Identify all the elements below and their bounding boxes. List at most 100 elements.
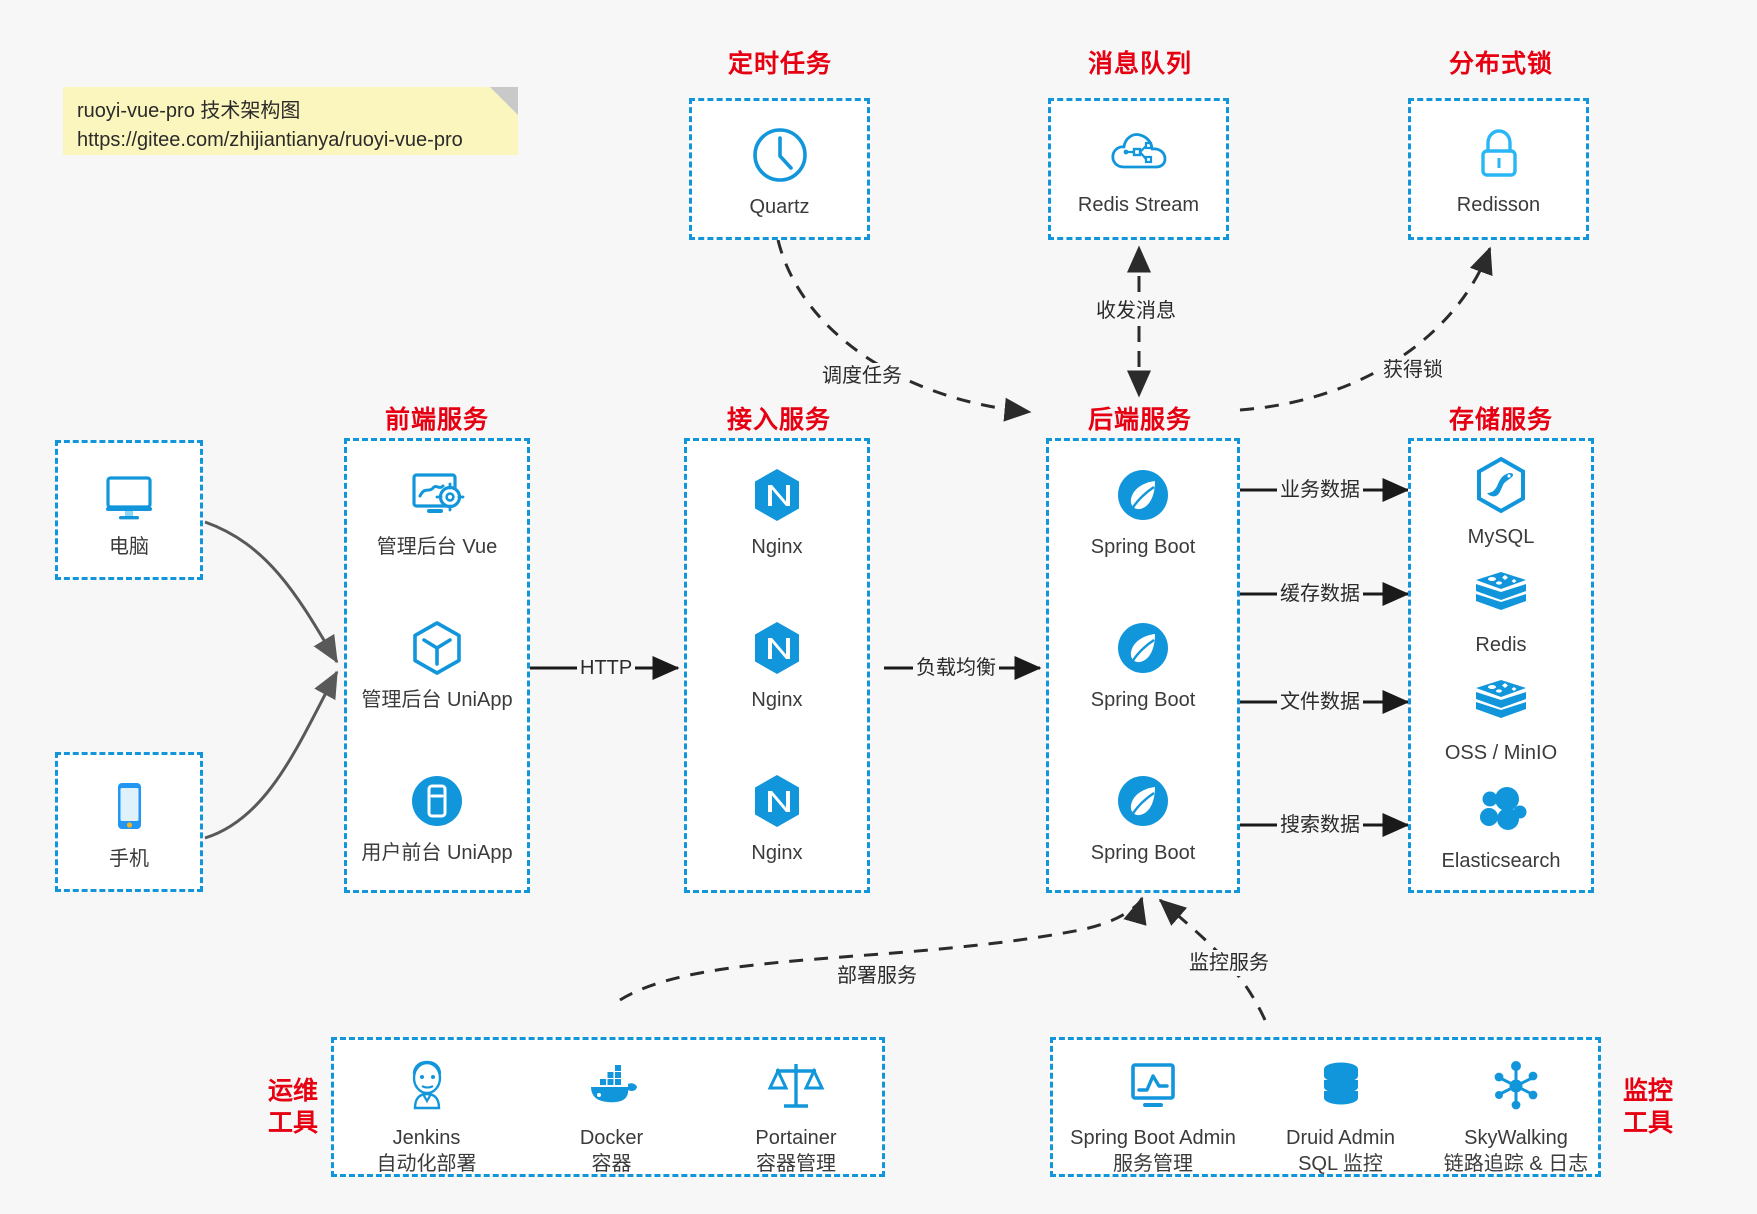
edge-label-acquire-lock: 获得锁 [1380,357,1446,383]
node-spring-boot-admin[interactable]: Spring Boot Admin 服务管理 [1053,1054,1253,1177]
edge-label-cache-data: 缓存数据 [1277,581,1363,607]
skywalking-icon [1494,1061,1538,1110]
node-label: 用户前台 UniApp [361,842,513,864]
group-box-monitor[interactable]: Spring Boot Admin 服务管理 Druid Admin SQL 监… [1050,1037,1601,1177]
devops-title-line2: 工具 [267,1109,318,1137]
node-docker[interactable]: Docker 容器 [519,1054,704,1177]
note-fold-corner [490,87,518,115]
node-redis-stream[interactable]: Redis Stream [1051,121,1226,218]
group-box-gateway[interactable]: Nginx Nginx Nginx [684,438,870,893]
node-mysql[interactable]: MySQL [1411,453,1591,550]
node-redis[interactable]: Redis [1411,561,1591,658]
desktop-icon [106,476,152,520]
node-quartz[interactable]: Quartz [692,123,867,220]
note-line-title: ruoyi-vue-pro 技术架构图 [77,100,301,122]
node-druid-admin[interactable]: Druid Admin SQL 监控 [1253,1054,1428,1177]
node-label: Spring Boot [1090,689,1196,711]
node-admin-uniapp[interactable]: 管理后台 UniApp [347,616,527,713]
clock-icon [752,128,807,182]
node-label: Spring Boot Admin [1070,1127,1236,1149]
node-desktop[interactable]: 电脑 [58,463,200,560]
group-title-lock: 分布式锁 [1449,50,1554,78]
node-mobile[interactable]: 手机 [58,775,200,872]
architecture-note: ruoyi-vue-pro 技术架构图 https://gitee.com/zh… [63,87,518,155]
edge-backend-to-redisson [1239,246,1493,412]
group-box-lock[interactable]: Redisson [1408,98,1589,240]
edge-mobile-to-frontend [204,670,339,840]
oss-minio-icon [1476,680,1526,718]
docker-icon [590,1065,637,1103]
group-box-mobile[interactable]: 手机 [55,752,203,892]
smartphone-icon [118,783,141,829]
node-skywalking[interactable]: SkyWalking 链路追踪 & 日志 [1428,1054,1604,1177]
spring-boot-icon [1118,776,1168,826]
devops-title-line1: 运维 [267,1077,318,1105]
group-box-devops[interactable]: Jenkins 自动化部署 Docker 容器 [331,1037,885,1177]
node-oss-minio[interactable]: OSS / MinIO [1411,669,1591,766]
node-jenkins[interactable]: Jenkins 自动化部署 [334,1054,519,1177]
spring-boot-icon [1118,470,1168,520]
group-title-backend: 后端服务 [1088,406,1193,434]
mysql-icon [1477,456,1525,514]
node-sublabel: 服务管理 [1113,1153,1193,1175]
group-box-desktop[interactable]: 电脑 [55,440,203,580]
node-label: Redisson [1456,194,1541,216]
nginx-icon [755,469,799,521]
node-label: Nginx [751,536,803,558]
spring-boot-icon [1118,623,1168,673]
group-box-backend[interactable]: Spring Boot Spring Boot Spring Boot [1046,438,1240,893]
node-nginx-2[interactable]: Nginx [687,616,867,713]
node-redisson[interactable]: Redisson [1411,121,1586,218]
node-admin-vue[interactable]: 管理后台 Vue [347,463,527,560]
group-box-frontend[interactable]: 管理后台 Vue 管理后台 UniApp 用户前台 UniApp [344,438,530,893]
database-icon [1323,1062,1358,1105]
group-title-scheduler: 定时任务 [728,50,833,78]
nginx-icon [755,622,799,674]
node-label: 手机 [109,848,149,870]
monitor-chart-icon [1131,1063,1175,1107]
edge-label-monitor-service: 监控服务 [1186,950,1272,976]
group-title-gateway: 接入服务 [727,406,832,434]
node-nginx-3[interactable]: Nginx [687,769,867,866]
edge-label-http: HTTP [577,655,636,681]
node-sublabel: 容器 [591,1153,632,1175]
edge-label-file-data: 文件数据 [1277,689,1363,715]
node-label: OSS / MinIO [1444,742,1558,764]
lock-icon [1480,129,1517,177]
node-label: Jenkins [392,1127,461,1149]
node-sublabel: 链路追踪 & 日志 [1443,1153,1589,1175]
group-box-storage[interactable]: MySQL Redis [1408,438,1594,893]
node-sublabel: 自动化部署 [376,1153,477,1175]
node-label: SkyWalking [1464,1127,1568,1149]
group-title-monitor: 监控 工具 [1613,1075,1683,1139]
node-elasticsearch[interactable]: Elasticsearch [1411,777,1591,874]
node-label: Spring Boot [1090,842,1196,864]
cube-icon [413,621,461,675]
node-sublabel: 容器管理 [756,1153,836,1175]
group-title-mq: 消息队列 [1088,50,1193,78]
node-label: Nginx [751,842,803,864]
node-spring-boot-2[interactable]: Spring Boot [1049,616,1237,713]
node-portainer[interactable]: Portainer 容器管理 [704,1054,888,1177]
edge-label-schedule-task: 调度任务 [819,363,905,389]
jenkins-icon [412,1060,441,1110]
node-spring-boot-3[interactable]: Spring Boot [1049,769,1237,866]
edge-label-mq-messages: 收发消息 [1093,298,1179,324]
group-box-mq[interactable]: Redis Stream [1048,98,1229,240]
group-box-scheduler[interactable]: Quartz [689,98,870,240]
note-line-url: https://gitee.com/zhijiantianya/ruoyi-vu… [77,129,463,151]
node-nginx-1[interactable]: Nginx [687,463,867,560]
dashboard-gear-icon [412,473,465,513]
node-label: MySQL [1467,526,1535,548]
node-label: Redis Stream [1077,194,1200,216]
node-label: Elasticsearch [1441,850,1561,872]
elasticsearch-icon [1480,787,1527,830]
node-label: Druid Admin [1286,1127,1395,1149]
node-label: Nginx [751,689,803,711]
node-spring-boot-1[interactable]: Spring Boot [1049,463,1237,560]
group-title-storage: 存储服务 [1449,406,1554,434]
group-title-devops: 运维 工具 [258,1075,328,1139]
node-label: Spring Boot [1090,536,1196,558]
redis-icon [1476,572,1526,610]
node-user-uniapp[interactable]: 用户前台 UniApp [347,769,527,866]
